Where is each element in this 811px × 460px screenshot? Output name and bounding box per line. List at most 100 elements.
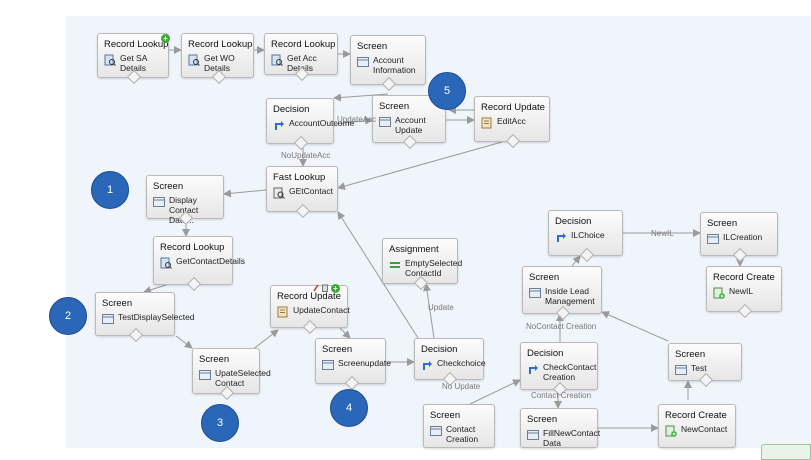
record-update-icon [481, 117, 493, 129]
node-label: Screenupdate [338, 358, 391, 368]
assignment-icon [389, 259, 401, 271]
node-label: Contact Creation [446, 424, 479, 444]
node-type: Decision [421, 344, 458, 355]
node-type: Fast Lookup [273, 172, 326, 183]
node-check-contact-creation[interactable]: Decision CheckContact Creation [520, 342, 598, 397]
node-inside-lead-management[interactable]: Screen Inside Lead Management [522, 266, 602, 321]
record-lookup-icon [271, 54, 283, 66]
node-il-creation[interactable]: Screen ILCreation [700, 212, 778, 263]
screen-icon [102, 313, 114, 325]
node-type: Assignment [389, 244, 439, 255]
node-label: Checkchoice [437, 358, 486, 368]
node-label: NewIL [729, 286, 754, 296]
node-type: Screen [102, 298, 133, 309]
node-type: Screen [675, 349, 706, 360]
node-label: ILChoice [571, 230, 605, 240]
screen-icon [153, 196, 165, 208]
node-test[interactable]: Screen Test [668, 343, 742, 388]
node-screenupdate[interactable]: Screen Screenupdate [315, 338, 391, 391]
node-label: AccountOutcome [289, 118, 355, 128]
node-checkchoice[interactable]: Decision Checkchoice [414, 338, 486, 387]
node-label: Account Information [373, 55, 416, 75]
node-fill-new-contact-data[interactable]: Screen FillNewContact Data [520, 408, 601, 448]
delete-icon[interactable] [322, 284, 328, 292]
record-lookup-icon [160, 257, 172, 269]
add-icon[interactable]: + [331, 284, 340, 293]
node-il-choice[interactable]: Decision ILChoice [548, 210, 623, 263]
node-type: Record Lookup [104, 39, 169, 50]
callout-2: 2 [49, 297, 87, 335]
node-label: EditAcc [497, 116, 526, 126]
node-label: Display Contact Data... [169, 195, 199, 225]
node-type: Screen [199, 354, 230, 365]
node-label: CheckContact Creation [543, 362, 597, 382]
node-type: Decision [273, 104, 310, 115]
callout-1: 1 [91, 171, 129, 209]
node-get-contact[interactable]: Fast Lookup GEtContact [266, 166, 338, 219]
node-get-contact-details[interactable]: Record Lookup GetContactDetails [153, 236, 245, 292]
decision-icon [273, 119, 285, 131]
node-test-display-selected[interactable]: Screen TestDisplaySelected [95, 292, 195, 343]
screen-icon [430, 425, 442, 437]
screen-icon [529, 287, 541, 299]
node-get-sa-details[interactable]: Record Lookup Get SA Details [97, 33, 169, 85]
edge-label-no-update: No Update [442, 382, 481, 391]
decision-icon [555, 231, 567, 243]
corner-panel-toggle[interactable] [761, 444, 811, 460]
node-label: GEtContact [289, 186, 333, 196]
decision-icon [421, 359, 433, 371]
node-get-acc-details[interactable]: Record Lookup Get Acc Details [264, 33, 338, 82]
screen-icon [357, 56, 369, 68]
node-edit-acc[interactable]: Record Update EditAcc [474, 96, 550, 149]
node-contact-creation[interactable]: Screen Contact Creation [423, 404, 495, 448]
node-type: Screen [707, 218, 738, 229]
node-type: Screen [379, 101, 410, 112]
node-label: EmptySelected ContactId [405, 258, 463, 278]
node-label: Test [691, 363, 707, 373]
node-type: Record Lookup [188, 39, 253, 50]
node-label: NewContact [681, 424, 728, 434]
screen-icon [675, 364, 687, 376]
node-type: Record Lookup [271, 39, 336, 50]
node-label: Account Update [395, 115, 426, 135]
fast-lookup-icon [273, 187, 285, 199]
node-display-contact-data[interactable]: Screen Display Contact Data... [146, 175, 224, 226]
record-lookup-icon [188, 54, 200, 66]
edge-label-update: Update [428, 303, 454, 312]
node-label: Inside Lead Management [545, 286, 595, 306]
record-update-icon [277, 306, 289, 318]
node-label: GetContactDetails [176, 256, 245, 266]
edit-icon[interactable] [313, 284, 319, 292]
node-type: Record Lookup [160, 242, 225, 253]
node-new-il[interactable]: Record Create NewIL [706, 266, 782, 319]
node-empty-selected-contactid[interactable]: Assignment EmptySelected ContactId [382, 238, 462, 291]
node-type: Record Update [481, 102, 545, 113]
node-account-outcome[interactable]: Decision AccountOutcome [266, 98, 354, 151]
node-update-selected-contact[interactable]: Screen UpateSelected Contact [192, 348, 271, 401]
node-new-contact[interactable]: Record Create NewContact [658, 404, 736, 448]
callout-3: 3 [201, 404, 239, 442]
record-lookup-icon [104, 54, 116, 66]
node-account-update[interactable]: Screen Account Update [372, 95, 446, 150]
node-label: Get WO Details [204, 53, 235, 73]
node-type: Decision [527, 348, 564, 359]
node-type: Record Create [713, 272, 775, 283]
edge-label-no-contact-creation: NoContact Creation [526, 322, 597, 331]
node-label: FillNewContact Data [543, 428, 601, 448]
node-type: Record Create [665, 410, 727, 421]
node-label: UpdateContact [293, 305, 350, 315]
node-get-wo-details[interactable]: Record Lookup Get WO Details [181, 33, 254, 85]
node-label: Get Acc Details [287, 53, 317, 73]
node-type: Screen [430, 410, 461, 421]
node-account-information[interactable]: Screen Account Information [350, 35, 426, 92]
node-type: Screen [527, 414, 558, 425]
node-type: Decision [555, 216, 592, 227]
screen-icon [199, 369, 211, 381]
screen-icon [707, 233, 719, 245]
node-type: Screen [357, 41, 388, 52]
edge-label-update-acc: UpdateAcc [337, 115, 377, 124]
node-type: Screen [529, 272, 560, 283]
node-label: TestDisplaySelected [118, 312, 195, 322]
decision-icon [527, 363, 539, 375]
node-type: Screen [153, 181, 184, 192]
